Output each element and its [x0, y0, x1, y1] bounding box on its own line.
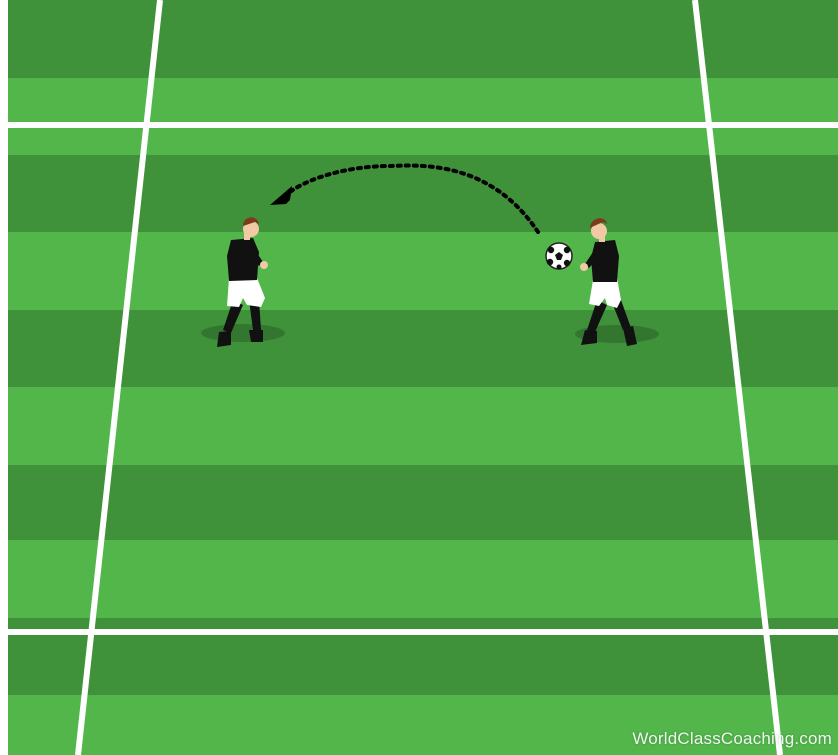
watermark-text: WorldClassCoaching.com	[632, 729, 832, 749]
ball-patch	[564, 247, 570, 253]
player-boot	[217, 331, 231, 347]
player-shadow	[201, 324, 285, 342]
ball-patch	[557, 265, 562, 270]
player-boot	[249, 330, 263, 342]
ball-patch	[547, 259, 553, 265]
soccer-ball	[546, 243, 572, 270]
player-hand	[260, 261, 268, 269]
ball-patch	[564, 260, 570, 266]
grass-stripe	[8, 540, 838, 618]
grass-stripe	[8, 0, 838, 78]
grass-stripe	[8, 387, 838, 465]
grass-stripes	[8, 0, 838, 755]
grass-stripe	[8, 310, 838, 387]
grass-stripe	[8, 465, 838, 540]
player-torso	[591, 240, 619, 282]
ball-patch	[548, 247, 554, 253]
player-hand	[580, 263, 588, 271]
